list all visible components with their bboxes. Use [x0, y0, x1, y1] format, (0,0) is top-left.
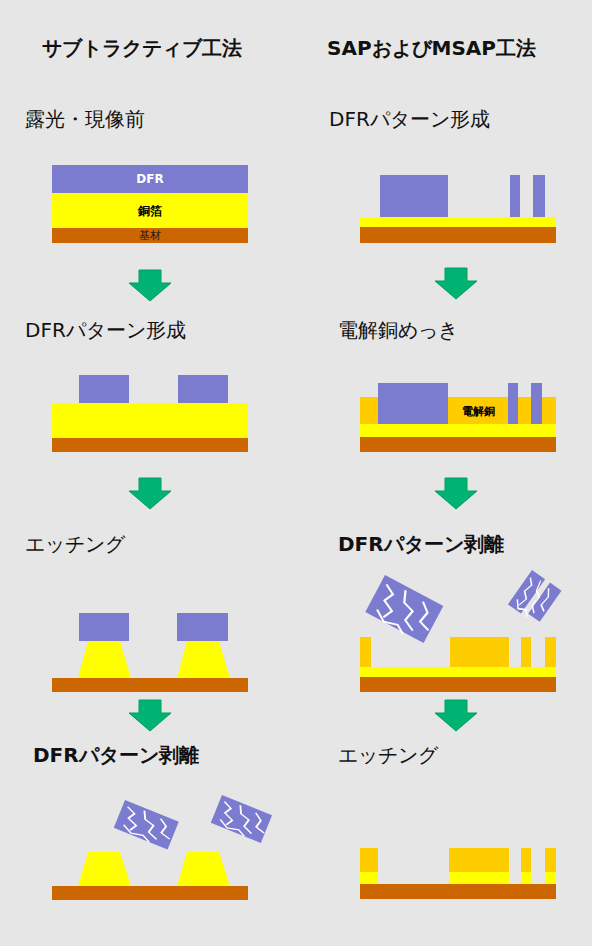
- step-label: 露光・現像前: [25, 107, 145, 131]
- step-label: エッチング: [25, 532, 125, 556]
- step-label: DFRパターン剥離: [338, 532, 504, 556]
- subtractive-step3: [52, 613, 248, 692]
- substrate-layer: 基材: [52, 228, 248, 243]
- dfr-layer: DFR: [52, 165, 248, 193]
- sap-step4: [360, 848, 556, 899]
- layer-label: 電解銅: [462, 405, 495, 418]
- sap-step2: [360, 383, 556, 452]
- step-label: エッチング: [338, 743, 438, 767]
- copper-foil-layer: 銅箔: [52, 193, 248, 228]
- step-label: 電解銅めっき: [338, 318, 458, 342]
- layer-label: 銅箔: [138, 204, 162, 218]
- sap-step1: [360, 175, 556, 243]
- sap-step3: [360, 570, 561, 692]
- step-label: DFRパターン剥離: [33, 743, 199, 767]
- layer-label: 基材: [139, 229, 161, 242]
- plated-copper-layer: 電解銅: [450, 399, 506, 423]
- step-label: DFRパターン形成: [25, 318, 186, 342]
- layer-label: DFR: [136, 172, 163, 186]
- column-heading: サブトラクティブ工法: [42, 36, 242, 60]
- step-label: DFRパターン形成: [329, 107, 490, 131]
- column-heading: SAPおよびMSAP工法: [327, 36, 536, 60]
- subtractive-step4: [52, 795, 272, 900]
- subtractive-step2: [52, 375, 248, 452]
